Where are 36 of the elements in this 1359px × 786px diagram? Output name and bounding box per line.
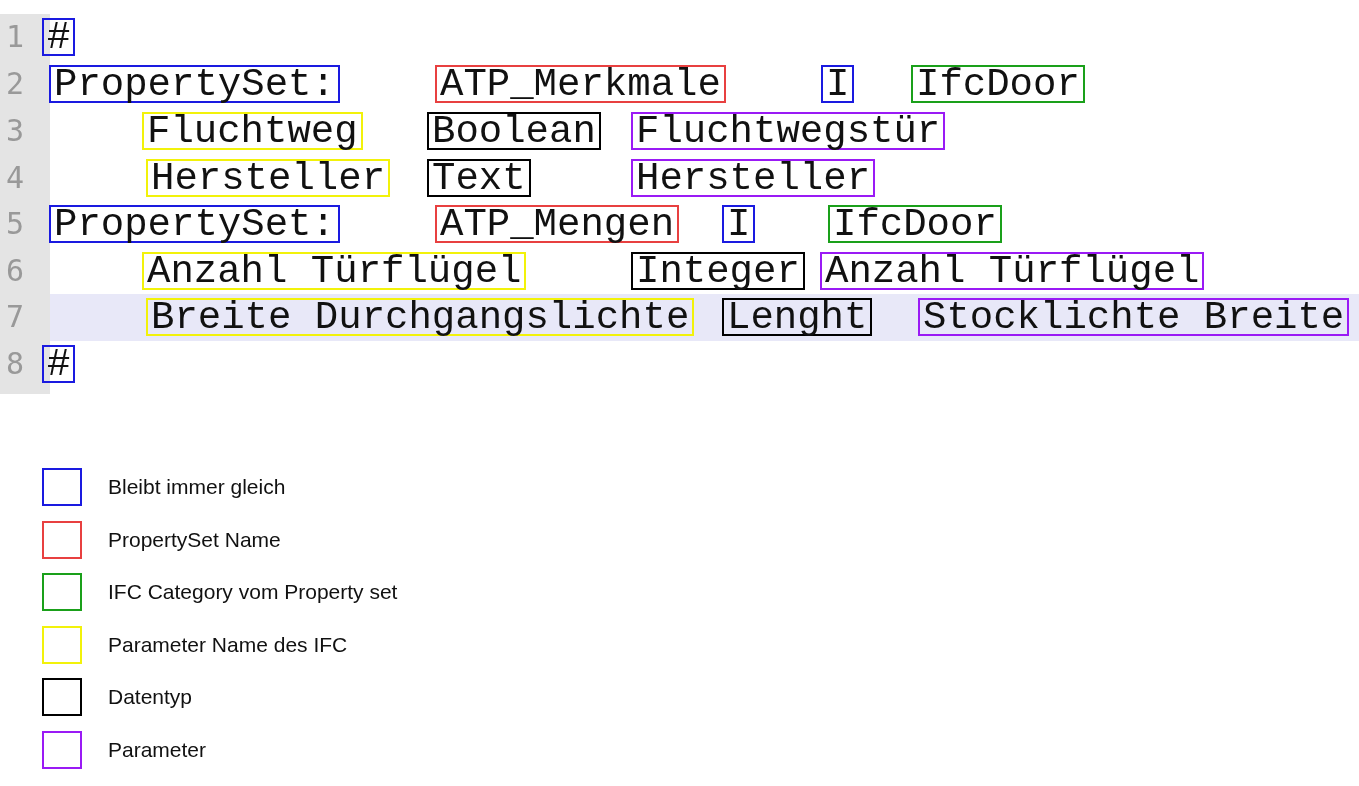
code-token: PropertySet: (49, 205, 340, 243)
code-token: ATP_Merkmale (435, 65, 726, 103)
legend-label: PropertySet Name (108, 526, 281, 553)
code-token: Fluchtweg (142, 112, 363, 150)
code-token: Integer (631, 252, 805, 290)
code-token: PropertySet: (49, 65, 340, 103)
code-token: Text (427, 159, 531, 197)
line-number: 8 (6, 345, 26, 383)
code-token: # (42, 18, 76, 56)
code-token: IfcDoor (828, 205, 1002, 243)
line-number: 7 (6, 298, 26, 336)
line-number: 3 (6, 112, 26, 150)
code-token: Hersteller (631, 159, 876, 197)
code-token: Boolean (427, 112, 601, 150)
line-number: 5 (6, 205, 26, 243)
line-number: 4 (6, 159, 26, 197)
code-token: IfcDoor (911, 65, 1085, 103)
legend-label: IFC Category vom Property set (108, 579, 398, 606)
line-number: 2 (6, 65, 26, 103)
line-number: 6 (6, 252, 26, 290)
code-token: I (722, 205, 756, 243)
code-token: Anzahl Türflügel (820, 252, 1205, 290)
legend-label: Bleibt immer gleich (108, 474, 286, 500)
code-token: Fluchtwegstür (631, 112, 946, 150)
code-token: Lenght (722, 298, 873, 336)
code-token: I (821, 65, 855, 103)
code-token: # (42, 345, 76, 383)
line-number: 1 (6, 18, 26, 56)
legend-label: Parameter Name des IFC (108, 631, 348, 658)
code-token: Anzahl Türflügel (142, 252, 527, 290)
code-token: Stocklichte Breite (918, 298, 1350, 336)
legend-label: Parameter (108, 737, 207, 763)
code-token: Breite Durchgangslichte (146, 298, 695, 336)
code-token: ATP_Mengen (435, 205, 680, 243)
code-token: Hersteller (146, 159, 391, 197)
legend-label: Datentyp (108, 684, 193, 711)
